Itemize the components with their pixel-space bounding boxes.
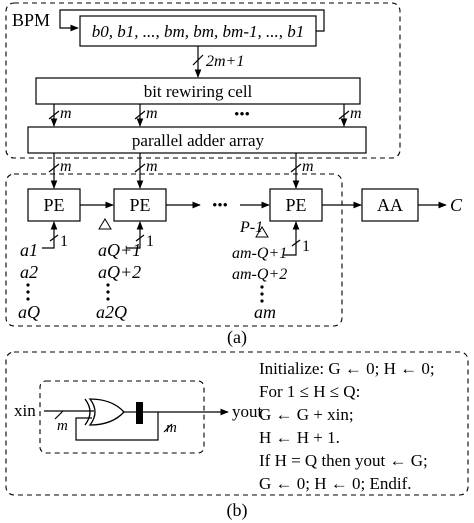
- pe3-input-width: 1: [302, 238, 310, 255]
- pe1-input-arrow: [42, 221, 58, 249]
- bus-slash-2m1: [192, 54, 204, 66]
- bpm-label: BPM: [12, 10, 50, 30]
- algo-line-1: Initialize: G ← 0; H ← 0;: [259, 359, 435, 378]
- algo-line-6: G ← 0; H ← 0; Endif.: [259, 474, 412, 493]
- xor-back-curve: [84, 398, 91, 426]
- pe1-inputs: 1 a1 a2 aQ: [18, 221, 68, 322]
- pe-label-1: PE: [43, 195, 64, 215]
- pe2-input-arrow: [126, 221, 144, 249]
- pe3-inputs: 1 am-Q+1 am-Q+2 am: [232, 221, 310, 322]
- adder-bus-2-width: m: [146, 158, 158, 175]
- parallel-adder-array-label: parallel adder array: [132, 131, 265, 150]
- pe1-input-slash: [49, 234, 59, 242]
- pe2-inputs: 1 aQ+1 aQ+2 a2Q: [96, 221, 154, 322]
- rewire-bus-3-slash: [338, 110, 350, 120]
- pe2-input-width: 1: [146, 233, 154, 250]
- output-c-label: C: [450, 195, 463, 215]
- bit-rewiring-cell-label: bit rewiring cell: [144, 82, 253, 101]
- pe1-vdot-2: [26, 290, 30, 294]
- part-b-frame: [5, 351, 469, 496]
- adder-bus-3-slash: [290, 163, 302, 173]
- delay-triangle-1: [98, 218, 112, 230]
- pe-detail-frame: [39, 380, 205, 454]
- algo-line-2: For 1 ≤ H ≤ Q:: [259, 382, 360, 401]
- rewire-bus-2-slash: [134, 110, 146, 120]
- pe2-input-2: aQ+2: [98, 262, 141, 282]
- rewire-bus-3-width: m: [350, 105, 362, 122]
- pe-ellipsis: •••: [212, 198, 228, 214]
- pe1-vdot-1: [26, 283, 30, 287]
- rewire-ellipsis: •••: [234, 107, 250, 123]
- rewire-bus-1-width: m: [60, 105, 72, 122]
- register-bar: [136, 402, 143, 424]
- algo-line-4: H ← H + 1.: [259, 428, 340, 447]
- adder-bus-1-width: m: [60, 158, 72, 175]
- register-text: b0, b1, ..., bm, bm, bm-1, ..., b1: [92, 22, 305, 41]
- feedback-bus-slash: [163, 423, 173, 433]
- pe1-input-width: 1: [60, 233, 68, 250]
- pe3-input-arrow: [284, 221, 300, 256]
- bus-width-2m1: 2m+1: [206, 53, 244, 70]
- adder-bus-1-slash: [48, 163, 60, 173]
- pe2-input-3: a2Q: [96, 302, 127, 322]
- caption-b: (b): [227, 500, 248, 521]
- delay-triangle-2: [255, 226, 269, 238]
- parallel-adder-array: [27, 126, 367, 154]
- xin-bus-width: m: [57, 418, 68, 434]
- pe3-input-slash: [291, 239, 301, 247]
- rewire-bus-1-slash: [48, 110, 60, 120]
- algo-line-3: G ← G + xin;: [259, 405, 354, 424]
- part-a: BPM b0, b1, ..., bm, bm, bm-1, ..., b1 2…: [5, 2, 463, 348]
- pe-label-2: PE: [129, 195, 150, 215]
- feedback-bus-width: m: [166, 420, 177, 436]
- pe1-input-3: aQ: [18, 302, 40, 322]
- pe-array-frame: [5, 173, 343, 327]
- register-feedback-arrow: [59, 9, 325, 32]
- bpm-frame: [5, 2, 401, 159]
- xor-body: [88, 398, 125, 426]
- rewire-bus-2-width: m: [146, 105, 158, 122]
- pe2-input-1: aQ+1: [98, 240, 141, 260]
- adder-bus-3-width: m: [302, 158, 314, 175]
- pe2-vdot-2: [106, 290, 110, 294]
- aa-label: AA: [377, 195, 403, 215]
- pe3-input-1: am-Q+1: [232, 245, 287, 262]
- pe-index-label: P-1: [239, 219, 263, 236]
- pe1-input-1: a1: [20, 240, 38, 260]
- pe3-vdot-1: [260, 285, 264, 289]
- pe1-input-2: a2: [20, 262, 38, 282]
- pe2-vdot-1: [106, 283, 110, 287]
- pe3-input-3: am: [254, 302, 276, 322]
- pe3-vdot-3: [260, 299, 264, 303]
- xor-gate: [84, 398, 125, 426]
- pe3-input-2: am-Q+2: [232, 266, 287, 283]
- pe-label-3: PE: [285, 195, 306, 215]
- pe2-input-slash: [135, 234, 145, 242]
- pe1-vdot-3: [26, 297, 30, 301]
- adder-bus-2-slash: [134, 163, 146, 173]
- part-b: xin m yout m Initialize: G ← 0; H ← 0; F…: [5, 351, 469, 521]
- xin-bus-slash: [54, 410, 64, 420]
- pe2-vdot-3: [106, 297, 110, 301]
- feedback-wire: [75, 412, 159, 441]
- bit-rewiring-cell: [35, 77, 361, 105]
- caption-a: (a): [227, 327, 247, 348]
- xin-label: xin: [14, 401, 36, 420]
- algo-line-5: If H = Q then yout ← G;: [259, 451, 428, 470]
- pe3-vdot-2: [260, 292, 264, 296]
- yout-label: yout: [232, 402, 263, 421]
